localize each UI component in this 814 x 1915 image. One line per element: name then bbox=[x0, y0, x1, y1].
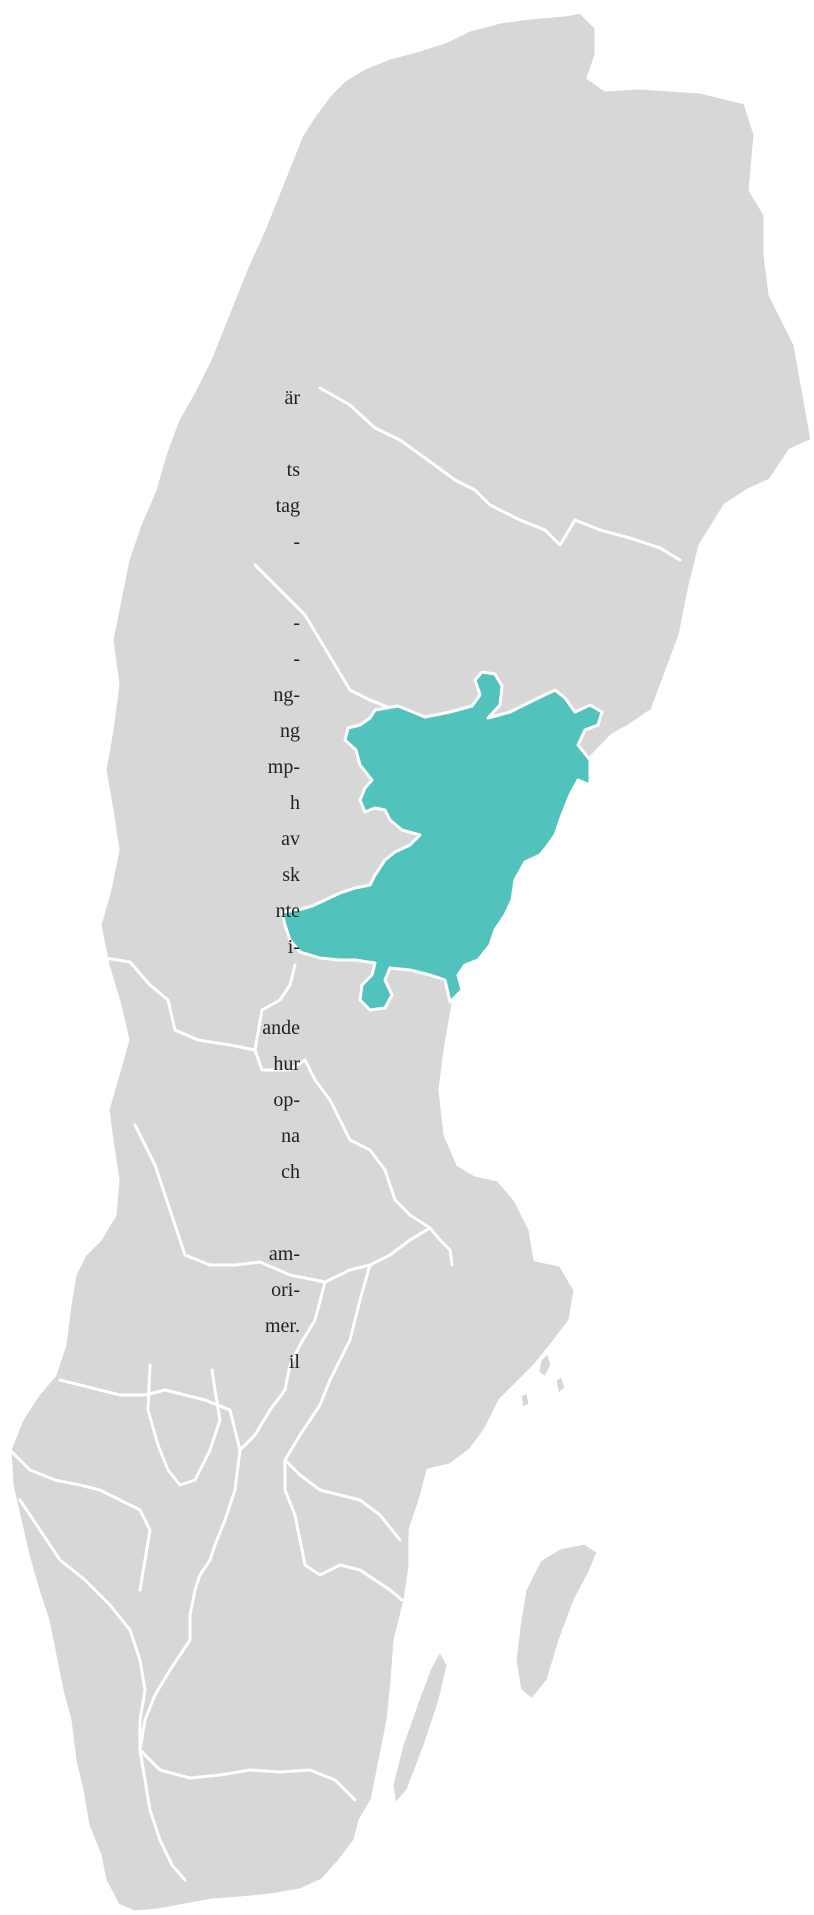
border-dalarna bbox=[253, 963, 297, 1052]
text-fragment: av bbox=[281, 828, 300, 850]
text-fragment: - bbox=[293, 648, 300, 670]
text-fragment: - bbox=[293, 612, 300, 634]
text-fragment: mer. bbox=[265, 1315, 300, 1337]
border-vasterbotten bbox=[253, 563, 392, 710]
text-fragment: - bbox=[293, 531, 300, 553]
text-fragment: na bbox=[281, 1125, 300, 1147]
text-fragment: nte bbox=[275, 900, 300, 922]
text-fragment: ng bbox=[280, 720, 300, 742]
border-norrbotten bbox=[318, 386, 682, 562]
border-vastra-gotaland-halland bbox=[8, 1448, 152, 1592]
border-jamtland-hallands bbox=[103, 956, 257, 1052]
text-fragment: ng- bbox=[273, 684, 300, 706]
highlighted-region[interactable] bbox=[280, 670, 604, 1012]
border-kronoberg bbox=[138, 1588, 197, 1752]
region-oland[interactable] bbox=[390, 1648, 450, 1807]
text-fragment: op- bbox=[273, 1089, 300, 1111]
border-kronoberg-blekinge bbox=[138, 1748, 357, 1802]
text-fragment: h bbox=[290, 792, 300, 814]
text-fragment: är bbox=[284, 387, 300, 409]
text-fragment: ori- bbox=[271, 1279, 300, 1301]
border-ostergotland bbox=[283, 1458, 402, 1542]
text-fragment: ts bbox=[286, 459, 300, 481]
region-gotland[interactable] bbox=[513, 1541, 600, 1702]
border-uppsala-stockholm bbox=[323, 1226, 432, 1284]
border-dalarna-varmland bbox=[133, 1123, 327, 1284]
border-jamtland-gavle bbox=[253, 1048, 387, 1172]
text-fragment: am- bbox=[268, 1243, 300, 1265]
text-fragment: il bbox=[288, 1351, 300, 1373]
border-vastra-gotaland-inner bbox=[146, 1363, 222, 1487]
text-fragment: ande bbox=[262, 1017, 300, 1039]
text-fragment: ch bbox=[281, 1161, 300, 1183]
border-varmland-orebro bbox=[238, 1280, 327, 1452]
text-fragment: mp- bbox=[267, 756, 300, 778]
text-fragment: tag bbox=[275, 495, 300, 517]
border-vastmanland bbox=[283, 1263, 372, 1462]
border-jonkoping bbox=[193, 1448, 242, 1592]
border-halland-skane bbox=[18, 1498, 147, 1752]
archipelago-islands bbox=[518, 1350, 568, 1410]
border-jonkoping-kalmar bbox=[283, 1458, 404, 1602]
text-fragment: hur bbox=[273, 1053, 300, 1075]
text-fragment: i- bbox=[287, 936, 300, 958]
text-fragment: sk bbox=[282, 864, 300, 886]
border-skane bbox=[138, 1748, 187, 1882]
